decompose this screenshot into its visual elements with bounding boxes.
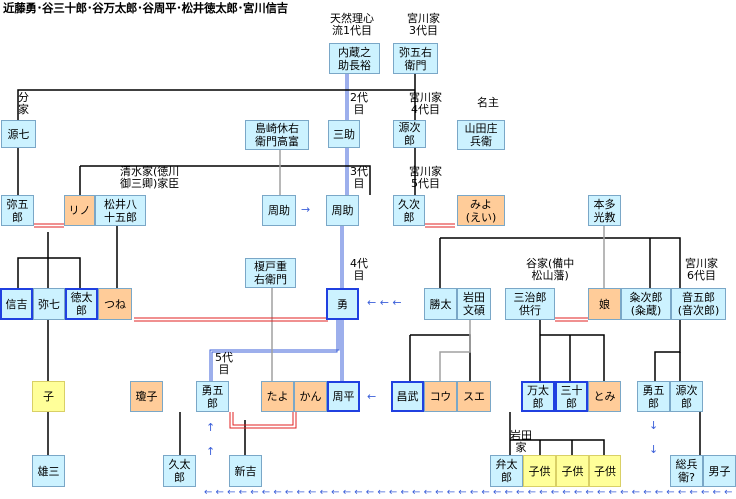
person-yagoro[interactable]: 弥五 郎 [1,195,34,226]
person-yagoemon[interactable]: 弥五右 衛門 [393,43,438,74]
person-kou[interactable]: コウ [424,381,457,412]
label-gen3: 3代 目 [350,165,368,190]
person-otogoro[interactable]: 音五郎 (音次郎) [671,288,726,320]
person-danshi[interactable]: 男子 [703,455,736,487]
person-isami[interactable]: 勇 [326,288,359,320]
person-tokutaro[interactable]: 徳太 郎 [65,288,98,320]
arrow-right-icon: → [301,203,311,216]
person-shimazaki[interactable]: 島崎休右 衛門高富 [245,120,309,150]
person-rino[interactable]: リノ [64,195,95,226]
label-nanushi: 名主 [477,96,499,109]
person-kuranosuke[interactable]: 内蔵之 助長裕 [329,43,380,74]
person-mantaro[interactable]: 万太 郎 [521,381,555,412]
person-bentaro[interactable]: 弁太 郎 [490,455,523,487]
person-tamako[interactable]: 瓊子 [130,381,163,412]
person-sue[interactable]: スエ [457,381,491,412]
person-kodomo3[interactable]: 子供 [589,455,621,487]
person-musume[interactable]: 娘 [588,288,621,320]
label-gen4: 4代 目 [350,257,368,282]
label-miyagawa3: 宮川家 3代目 [407,12,440,37]
person-matsui[interactable]: 松井八 十五郎 [95,195,146,226]
person-yashichi[interactable]: 弥七 [33,288,65,320]
label-tenzen: 天然理心 流1代目 [330,12,374,37]
arrow-up-icon: ↑ ↑ [206,421,216,458]
person-kyujiro[interactable]: 久次 郎 [393,195,425,226]
arrow-left-icon: ← [367,390,377,403]
label-miyagawa6: 宮川家 6代目 [685,257,718,282]
person-sansuke[interactable]: 三助 [328,120,360,148]
person-genshichi[interactable]: 源七 [1,120,36,148]
person-kumejiro[interactable]: 粂次郎 (粂蔵) [621,288,671,320]
label-taniya: 谷家(備中 松山藩) [526,257,575,282]
label-miyagawa5: 宮川家 5代目 [409,165,442,190]
person-katsuta[interactable]: 勝太 [424,288,457,320]
person-sanjuro[interactable]: 三十 郎 [555,381,588,412]
person-yugoro[interactable]: 勇五 郎 [196,381,229,412]
person-ko[interactable]: 子 [32,381,65,412]
person-sobei[interactable]: 総兵 衛? [670,455,703,487]
person-kodomo2[interactable]: 子供 [556,455,589,487]
person-sanjiro[interactable]: 三治郎 供行 [505,288,555,320]
person-genjiro2[interactable]: 源次 郎 [670,381,703,412]
person-yamada[interactable]: 山田庄 兵衛 [457,120,505,150]
person-kyutaro[interactable]: 久太 郎 [163,455,196,487]
page-title: 近藤勇･谷三十郎･谷万太郎･谷周平･松井徳太郎･宮川信吉 [3,1,288,15]
person-iwata[interactable]: 岩田 文碩 [457,288,491,320]
person-masatake[interactable]: 昌武 [391,381,424,412]
person-yugoro2[interactable]: 勇五 郎 [637,381,670,412]
person-enokido[interactable]: 榎戸重 右衛門 [245,258,296,288]
person-tomi[interactable]: とみ [588,381,621,412]
person-shuhei[interactable]: 周平 [327,381,360,412]
person-nobukichi[interactable]: 信吉 [0,288,33,320]
person-kan[interactable]: かん [294,381,327,412]
person-yuzo[interactable]: 雄三 [32,455,65,487]
label-gen5: 5代 目 [215,351,233,376]
person-miyo[interactable]: みよ (えい) [457,195,505,226]
label-bunke: 分 家 [18,91,29,116]
arrow-left-row-icon: ← ← ← ← ← ← ← ← ← ← ← ← ← ← ← ← ← ← ← ← … [204,487,736,498]
person-tsune[interactable]: つね [98,288,132,320]
person-shusuke1[interactable]: 周助 [262,195,296,226]
label-iwata-ke: 岩田 家 [510,429,532,454]
person-genjiro[interactable]: 源次 郎 [393,120,426,148]
person-shinkichi[interactable]: 新吉 [229,455,262,487]
person-kodomo1[interactable]: 子供 [523,455,556,487]
label-gen2: 2代 目 [350,91,368,116]
label-shimizu: 清水家(徳川 御三卿)家臣 [120,165,180,190]
person-honda[interactable]: 本多 光教 [588,195,621,226]
person-shusuke2[interactable]: 周助 [326,195,359,226]
arrow-down-icon: ↓ ↓ [649,419,659,456]
person-tayo[interactable]: たよ [261,381,294,412]
label-miyagawa4: 宮川家 4代目 [409,91,442,116]
arrow-left-icon: ← ← ← [367,296,402,309]
